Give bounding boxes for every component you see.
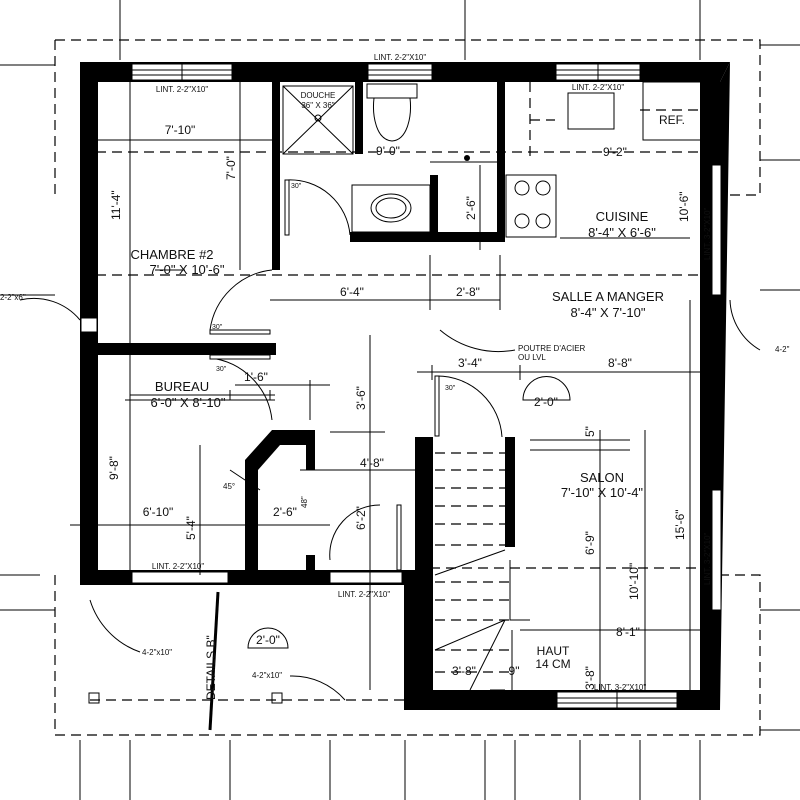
dimension-label: 6'-2" bbox=[354, 506, 368, 530]
toilet-bowl bbox=[373, 97, 411, 142]
lintel-label: LINT. 3-2"X10" bbox=[703, 207, 712, 260]
room-size-salle-a-manger: 8'-4" X 7'-10" bbox=[571, 305, 646, 320]
lintel-label: LINT. 2-2"X10" bbox=[338, 590, 391, 599]
shower bbox=[282, 85, 354, 155]
steel-beam-label: OU LVL bbox=[518, 353, 546, 362]
vanity bbox=[351, 184, 431, 233]
shower-size: 36" X 36" bbox=[301, 101, 334, 110]
lintel-label: LINT. 2-2"X10" bbox=[152, 562, 205, 571]
fridge-label: REF. bbox=[659, 113, 685, 127]
dimension-label: 7'-0" bbox=[224, 156, 238, 180]
dimension-label: 10'-6" bbox=[677, 191, 691, 222]
dimension-label: 6'-10" bbox=[143, 505, 174, 519]
markers bbox=[247, 376, 571, 649]
dimension-label: 3'-4" bbox=[458, 356, 482, 370]
room-size-chambre: 7'-0" X 10'-6" bbox=[150, 262, 225, 277]
lintel-label: LINT. 2-2"X10" bbox=[156, 85, 209, 94]
dimension-label: 11'-4" bbox=[109, 190, 123, 220]
lintel-label: LINT. 3-2"X10" bbox=[703, 532, 712, 585]
beam-label: 2-2"x6" bbox=[0, 293, 26, 302]
room-name-salon: SALON bbox=[580, 470, 624, 485]
door-label: 30" bbox=[216, 366, 227, 373]
dimension-label: 5'-4" bbox=[184, 516, 198, 540]
dimension-label: 3'-6" bbox=[354, 386, 368, 410]
room-size-salon: 7'-10" X 10'-4" bbox=[561, 485, 644, 500]
lintel-labels: LINT. 2-2"X10" LINT. 2-2"X10" LINT. 2-2"… bbox=[152, 53, 712, 692]
dimension-label: 8'-1" bbox=[616, 625, 640, 639]
room-size-bureau: 6'-0" X 8'-10" bbox=[151, 395, 226, 410]
beam-label: 4-2" bbox=[775, 345, 790, 354]
stove bbox=[505, 174, 557, 238]
dimension-label: 9" bbox=[509, 664, 520, 678]
dimension-label: 3'-8" bbox=[452, 664, 476, 678]
lintel-label: LINT. 2-2"X10" bbox=[374, 53, 427, 62]
dimension-label: 1'-6" bbox=[244, 370, 268, 384]
room-name-salle-a-manger: SALLE A MANGER bbox=[552, 289, 664, 304]
room-labels: CHAMBRE #2 7'-0" X 10'-6" CUISINE 8'-4" … bbox=[130, 91, 685, 671]
door-label: 30" bbox=[445, 385, 456, 392]
dimension-label: 7'-10" bbox=[165, 123, 196, 137]
steel-beam-label: POUTRE D'ACIER bbox=[518, 344, 586, 353]
lintel-label: LINT. 3-2"X10" bbox=[594, 683, 647, 692]
haut-size: 14 CM bbox=[535, 657, 570, 671]
dimension-label: 5" bbox=[583, 426, 597, 437]
porch-marker-label: 2'-0" bbox=[256, 633, 280, 647]
dimension-labels: 7'-10" 11'-4" 7'-0" 9'-0" 2'-6" 9'-2" 10… bbox=[107, 123, 691, 690]
dimension-label: 2'-6" bbox=[273, 505, 297, 519]
room-name-chambre: CHAMBRE #2 bbox=[130, 247, 213, 262]
salon-marker-label: 2'-0" bbox=[534, 395, 558, 409]
dimension-label: 6'-9" bbox=[583, 531, 597, 555]
dimension-label: 3'-8" bbox=[583, 666, 597, 690]
dimension-label: 45° bbox=[223, 482, 235, 491]
dimension-label: 9'-2" bbox=[603, 145, 627, 159]
lintel-label: LINT. 2-2"X10" bbox=[572, 83, 625, 92]
dimension-label: 8'-8" bbox=[608, 356, 632, 370]
fixtures bbox=[88, 81, 702, 731]
dimension-label: 9'-8" bbox=[107, 456, 121, 480]
beam-label: 4-2"x10" bbox=[142, 648, 172, 657]
dimension-label: 2'-8" bbox=[456, 285, 480, 299]
details-label: DETAILS B" bbox=[204, 635, 218, 700]
door-label: 30" bbox=[291, 183, 302, 190]
room-name-cuisine: CUISINE bbox=[596, 209, 649, 224]
shower-label: DOUCHE bbox=[301, 91, 336, 100]
room-name-bureau: BUREAU bbox=[155, 379, 209, 394]
haut-label: HAUT bbox=[537, 644, 570, 658]
dimension-label: 9'-0" bbox=[376, 144, 400, 158]
doors bbox=[19, 179, 761, 701]
room-size-cuisine: 8'-4" X 6'-6" bbox=[588, 225, 656, 240]
dimension-label: 4'-8" bbox=[360, 456, 384, 470]
kitchen-sink bbox=[567, 92, 615, 130]
beam-labels: 2-2"x6" 4-2" 4-2"x10" 4-2"x10" POUTRE D'… bbox=[0, 293, 790, 700]
refrigerator bbox=[642, 81, 702, 141]
door-labels: 30" 30" 30" 30" bbox=[212, 183, 456, 392]
dimension-label: 15'-6" bbox=[673, 509, 687, 540]
door-label: 30" bbox=[212, 324, 223, 331]
dimension-lines bbox=[70, 82, 700, 700]
windows bbox=[80, 63, 722, 709]
dimension-label: 48" bbox=[300, 496, 309, 508]
dimension-label: 2'-6" bbox=[464, 196, 478, 220]
beam-label: 4-2"x10" bbox=[252, 671, 282, 680]
dimension-label: 10'-10" bbox=[627, 563, 641, 600]
dimension-label: 6'-4" bbox=[340, 285, 364, 299]
toilet-tank bbox=[366, 83, 418, 99]
